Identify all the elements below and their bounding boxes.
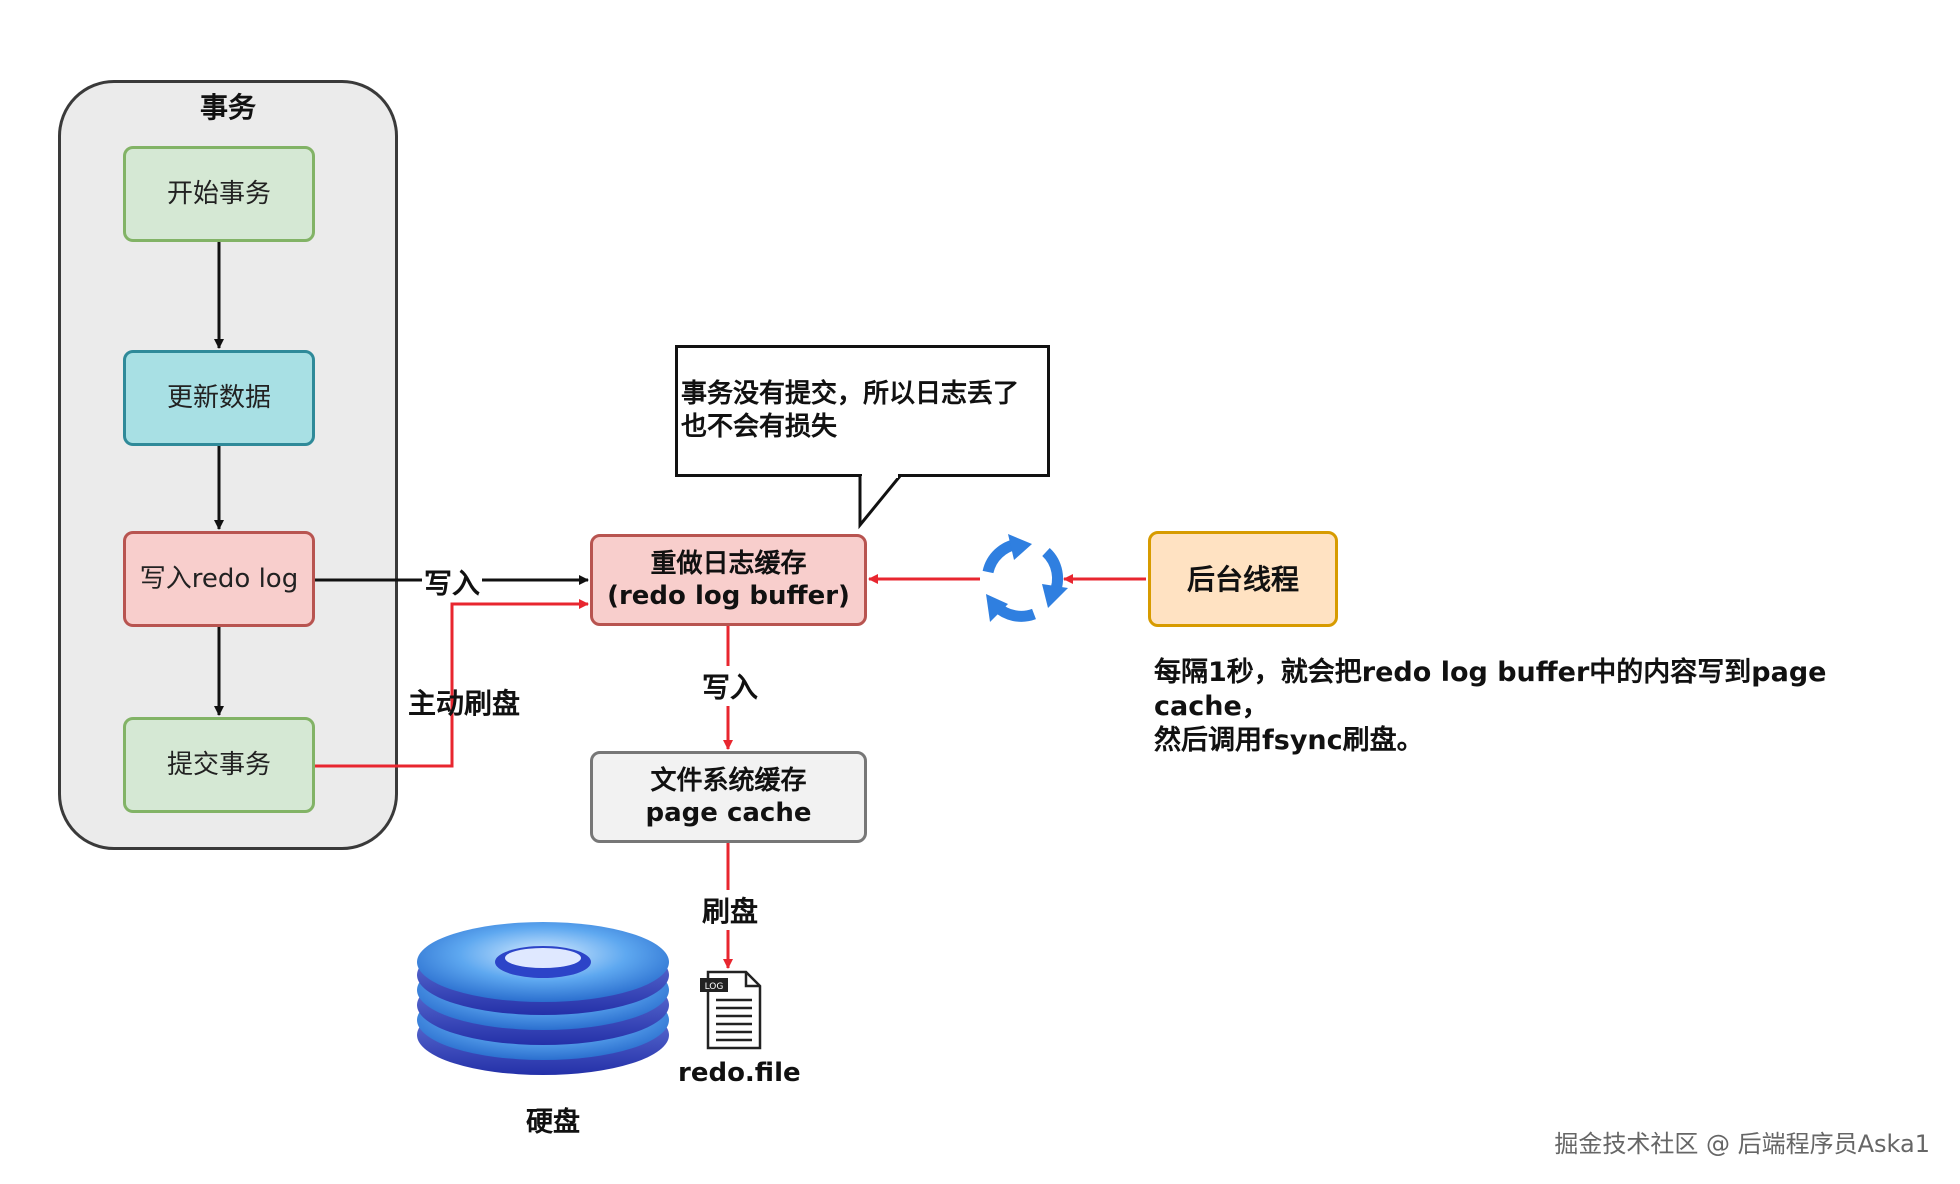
watermark: 掘金技术社区 @ 后端程序员Aska1 [1554,1130,1930,1158]
callout-box: 事务没有提交，所以日志丢了 也不会有损失 [675,345,1050,477]
disk-icon [417,922,669,1075]
start-transaction-node: 开始事务 [123,146,315,242]
arrow-commit-active-flush [315,599,589,768]
label-write-in-2: 写入 [700,666,761,706]
background-thread-node: 后台线程 [1148,531,1338,627]
write-redo-log-node: 写入redo log [123,531,315,627]
update-data-label: 更新数据 [166,382,271,413]
commit-transaction-node: 提交事务 [123,717,315,813]
label-active-flush: 主动刷盘 [408,687,521,720]
start-transaction-label: 开始事务 [166,178,271,209]
callout-pointer [858,475,902,530]
background-thread-note: 每隔1秒，就会把redo log buffer中的内容写到page cache，… [1154,656,1944,757]
callout-line-1: 事务没有提交，所以日志丢了 [681,379,1020,409]
update-data-node: 更新数据 [123,350,315,446]
background-thread-label: 后台线程 [1186,562,1299,596]
callout-line-2: 也不会有损失 [681,411,838,442]
label-write-in-1: 写入 [422,562,483,602]
cycle-icon [982,534,1068,622]
redo-log-buffer-title: 重做日志缓存 [650,548,807,579]
commit-transaction-label: 提交事务 [166,749,271,780]
redo-log-buffer-node: 重做日志缓存 (redo log buffer) [590,534,867,626]
label-disk: 硬盘 [526,1107,580,1138]
write-redo-log-label: 写入redo log [139,563,299,594]
label-flush: 刷盘 [700,890,761,930]
log-tag: LOG [705,982,724,992]
note-line-2: 然后调用fsync刷盘。 [1154,724,1424,756]
note-line-1: 每隔1秒，就会把redo log buffer中的内容写到page cache， [1154,657,1827,722]
page-cache-subtitle: page cache [645,798,812,828]
log-file-icon: LOG [700,970,762,1050]
page-cache-node: 文件系统缓存 page cache [590,751,867,843]
redo-log-buffer-subtitle: (redo log buffer) [607,581,850,611]
page-cache-title: 文件系统缓存 [650,765,807,796]
label-redo-file: redo.file [678,1058,801,1088]
transaction-group-title: 事务 [199,91,256,124]
